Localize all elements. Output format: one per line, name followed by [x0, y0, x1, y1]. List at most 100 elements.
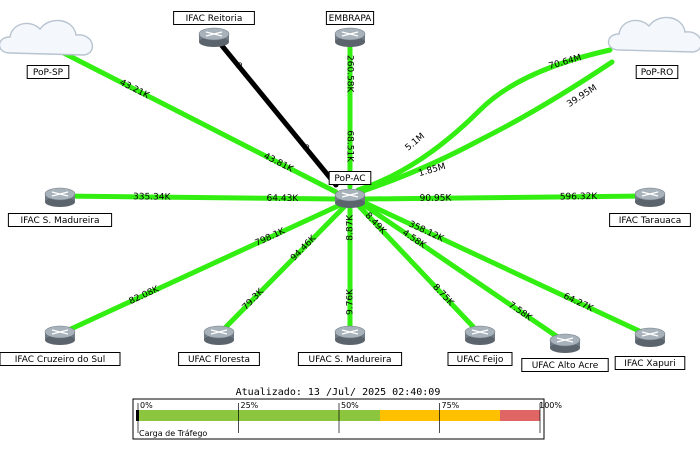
- router-icon: [464, 325, 496, 345]
- node-xapuri[interactable]: IFAC Xapuri: [614, 327, 686, 370]
- node-label: PoP-RO: [641, 68, 673, 78]
- node-label: IFAC Reitoria: [186, 14, 243, 24]
- node-embrapa[interactable]: EMBRAPA: [325, 11, 375, 48]
- link-label-in: 94.46K: [289, 233, 319, 263]
- node-label-box: [328, 171, 372, 185]
- node-popac[interactable]: PoP-AC: [328, 171, 372, 209]
- node-label: IFAC Cruzeiro do Sul: [15, 355, 105, 365]
- nodes-layer: PoP-AC PoP-SP PoP-RO IFAC Reitoria EMBRAPA IF…: [0, 11, 700, 372]
- node-label: PoP-SP: [33, 68, 64, 78]
- link-label-out: 0: [232, 61, 244, 72]
- router-icon: [334, 188, 366, 208]
- node-tarauaca[interactable]: IFAC Tarauaca: [609, 187, 691, 227]
- legend-title: Carga de Tráfego: [139, 429, 207, 438]
- router-arrows: [210, 329, 228, 335]
- link-feijo-popac: [354, 201, 483, 337]
- cloud-icon: [0, 19, 94, 56]
- router-arrows: [341, 192, 359, 198]
- legend-zero-segment: [136, 410, 139, 421]
- node-label: UFAC Alto Acre: [532, 361, 599, 371]
- node-reitoria[interactable]: IFAC Reitoria: [173, 11, 255, 48]
- link-tarauaca-popac: [361, 193, 653, 202]
- cloud-shape: [607, 16, 700, 53]
- router-icon: [44, 187, 76, 207]
- node-feijo[interactable]: UFAC Feijo: [447, 325, 513, 366]
- node-smad_ufac[interactable]: UFAC S. Madureira: [297, 325, 403, 366]
- router-arrows: [641, 331, 659, 337]
- router-icon: [334, 27, 366, 47]
- link-label-out: 70.64M: [548, 53, 583, 72]
- node-floresta[interactable]: UFAC Floresta: [178, 325, 260, 366]
- cloud-shape: [0, 19, 94, 56]
- node-label: IFAC Tarauaca: [619, 216, 682, 226]
- router-arrows: [205, 31, 223, 37]
- legend-green-segment: [139, 410, 380, 421]
- node-label-box: [325, 11, 375, 25]
- router-icon: [549, 333, 581, 353]
- node-popsp[interactable]: PoP-SP: [0, 19, 94, 79]
- node-label-box: [297, 352, 403, 366]
- node-label-box: [447, 352, 513, 366]
- router-icon: [634, 187, 666, 207]
- link-label-out: 9.76K: [346, 288, 356, 315]
- node-label: UFAC Floresta: [188, 355, 250, 365]
- link-altoacre-popac: [358, 200, 568, 345]
- link-label-in: 1.85M: [417, 162, 446, 179]
- router-arrows: [471, 329, 489, 335]
- link-label-in: 68.51K: [345, 130, 355, 163]
- link-popro-popac-4: [357, 59, 615, 195]
- node-label-box: [609, 213, 691, 227]
- router-icon: [198, 27, 230, 47]
- link-label-out: 43.21K: [118, 78, 152, 102]
- router-icon: [203, 325, 235, 345]
- legend-red-segment: [500, 410, 540, 421]
- router-arrows: [341, 329, 359, 335]
- link-smad_ifac-popac: [57, 193, 341, 202]
- node-label: IFAC Xapuri: [624, 359, 675, 369]
- node-label: EMBRAPA: [329, 14, 373, 24]
- link-label-in: 798.1K: [254, 226, 288, 249]
- node-label: UFAC S. Madureira: [309, 355, 392, 365]
- link-floresta-popac: [216, 203, 348, 337]
- link-label-out: 64.27K: [562, 292, 596, 315]
- node-label-box: [26, 65, 70, 79]
- router-arrows: [556, 337, 574, 343]
- link-xapuri-popac: [360, 199, 653, 339]
- legend-yellow-segment: [380, 410, 500, 421]
- router-arrows: [341, 31, 359, 37]
- node-label-box: [7, 213, 113, 227]
- node-label-box: [178, 352, 260, 366]
- legend-tick-label: 75%: [442, 401, 460, 410]
- router-icon: [634, 327, 666, 347]
- link-reitoria-popac: [211, 33, 339, 188]
- legend-tick-label: 0%: [140, 401, 153, 410]
- link-label-out: 82.08K: [128, 284, 162, 307]
- cloud-icon: [607, 16, 700, 53]
- link-cruzeiro-popac: [57, 202, 343, 337]
- link-label-in: 43.81K: [262, 151, 296, 175]
- router-icon: [334, 325, 366, 345]
- node-smad_ifac[interactable]: IFAC S. Madureira: [7, 187, 113, 227]
- link-label-out: 260.58K: [345, 55, 355, 93]
- link-label-out: 596.32K: [560, 192, 599, 202]
- link-popsp-popac: [45, 42, 339, 195]
- node-altoacre[interactable]: UFAC Alto Acre: [521, 333, 609, 372]
- link-label-in: 64.43K: [267, 194, 300, 204]
- links-layer: [45, 33, 653, 345]
- legend-ticks: 0%25%50%75%100%: [137, 401, 562, 433]
- link-label-out: 335.34K: [133, 192, 172, 202]
- node-cruzeiro[interactable]: IFAC Cruzeiro do Sul: [0, 325, 121, 366]
- traffic-legend: 0%25%50%75%100% Carga de Tráfego: [132, 398, 562, 440]
- node-label-box: [0, 352, 121, 366]
- legend-tick-label: 25%: [241, 401, 259, 410]
- link-label-in: 5.1M: [404, 131, 427, 153]
- link-label-in: 8.87K: [346, 214, 356, 241]
- legend-tick-label: 50%: [341, 401, 359, 410]
- node-popro[interactable]: PoP-RO: [607, 16, 700, 79]
- node-label-box: [173, 11, 255, 25]
- router-arrows: [51, 329, 69, 335]
- node-label: PoP-AC: [334, 174, 365, 184]
- router-arrows: [51, 191, 69, 197]
- link-popro-popac-3: [355, 47, 613, 193]
